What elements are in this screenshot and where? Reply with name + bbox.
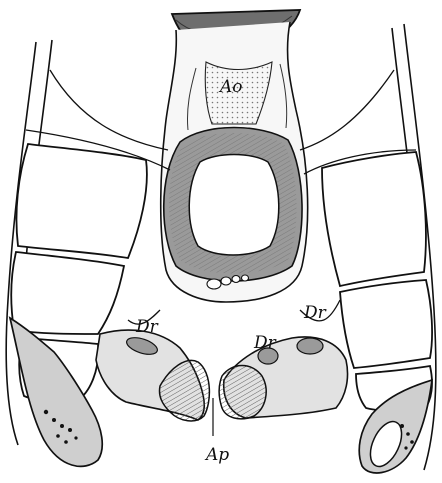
left-cell-1 (16, 144, 146, 258)
ring-lumen (189, 155, 279, 256)
right-cell-1 (322, 152, 426, 286)
label-ao: Ao (218, 77, 243, 97)
label-dr-center: Dr (253, 333, 277, 353)
label-dr-right: Dr (303, 303, 327, 323)
dr-gland-right (297, 338, 323, 354)
central-ring-organ (164, 128, 302, 282)
right-cell-2 (340, 280, 432, 368)
label-ap: Ap (204, 445, 229, 465)
left-cell-2 (11, 252, 124, 334)
label-dr-left: Dr (135, 317, 159, 337)
right-ventral-hook (219, 366, 266, 419)
